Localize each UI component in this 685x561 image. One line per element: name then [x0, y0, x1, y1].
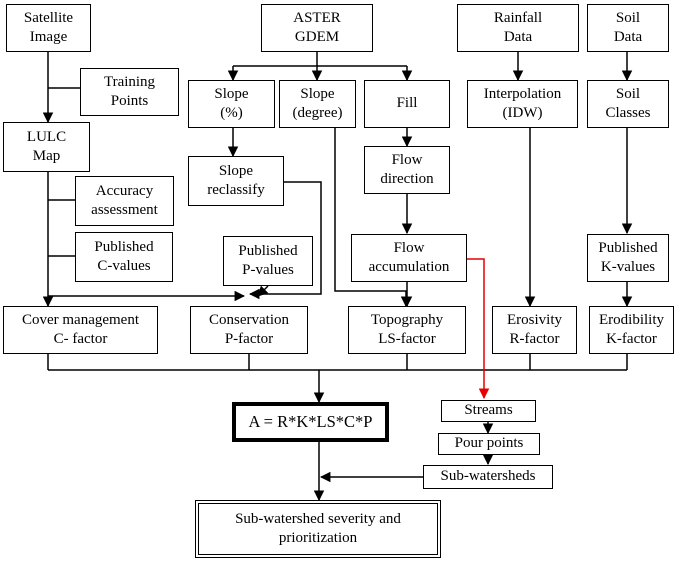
published-c-values-box: Published C-values: [75, 232, 173, 282]
slope-percent-label: Slope (%): [214, 85, 249, 122]
aster-gdem-label: ASTER GDEM: [293, 9, 341, 46]
pour-points-label: Pour points: [454, 435, 524, 452]
link-reclassify-to-p: [248, 181, 322, 300]
slope-degree-box: Slope (degree): [279, 80, 356, 128]
conservation-box: Conservation P-factor: [190, 306, 308, 354]
slope-degree-label: Slope (degree): [292, 85, 343, 122]
topography-box: Topography LS-factor: [348, 306, 466, 354]
slope-reclassify-box: Slope reclassify: [188, 156, 284, 206]
soil-classes-label: Soil Classes: [605, 85, 651, 122]
flow-accumulation-label: Flow accumulation: [368, 239, 450, 276]
published-k-values-label: Published K-values: [598, 239, 658, 276]
published-p-values-label: Published P-values: [238, 242, 298, 279]
erodibility-label: Erodibility K-factor: [599, 311, 664, 348]
flow-direction-label: Flow direction: [380, 151, 434, 188]
erosivity-label: Erosivity R-factor: [507, 311, 562, 348]
accuracy-assessment-label: Accuracy assessment: [91, 182, 158, 219]
flow-direction-box: Flow direction: [364, 146, 450, 194]
training-points-box: Training Points: [80, 68, 179, 116]
usle-equation-label: A = R*K*LS*C*P: [248, 412, 373, 432]
slope-percent-box: Slope (%): [188, 80, 275, 128]
training-points-label: Training Points: [103, 73, 156, 110]
soil-classes-box: Soil Classes: [587, 80, 669, 128]
satellite-image-box: Satellite Image: [6, 4, 91, 52]
slope-reclassify-label: Slope reclassify: [207, 162, 265, 199]
published-k-values-box: Published K-values: [587, 234, 669, 282]
satellite-image-label: Satellite Image: [23, 9, 74, 46]
cover-management-label: Cover management C- factor: [21, 311, 140, 348]
soil-data-label: Soil Data: [613, 9, 643, 46]
topography-label: Topography LS-factor: [370, 311, 444, 348]
sub-watersheds-label: Sub-watersheds: [440, 468, 536, 485]
interpolation-label: Interpolation (IDW): [483, 85, 562, 122]
interpolation-box: Interpolation (IDW): [467, 80, 578, 128]
flow-accumulation-box: Flow accumulation: [351, 234, 467, 282]
pour-points-box: Pour points: [438, 433, 540, 455]
rainfall-data-label: Rainfall Data: [493, 9, 543, 46]
severity-box: Sub-watershed severity and prioritizatio…: [195, 500, 441, 558]
erodibility-box: Erodibility K-factor: [589, 306, 674, 354]
conservation-label: Conservation P-factor: [209, 311, 289, 348]
lulc-map-label: LULC Map: [26, 128, 67, 165]
accuracy-assessment-box: Accuracy assessment: [75, 176, 174, 226]
severity-label: Sub-watershed severity and prioritizatio…: [235, 510, 401, 547]
soil-data-box: Soil Data: [587, 4, 669, 52]
cover-management-box: Cover management C- factor: [3, 306, 158, 354]
streams-label: Streams: [464, 402, 513, 419]
published-c-values-label: Published C-values: [94, 238, 154, 275]
erosivity-box: Erosivity R-factor: [492, 306, 577, 354]
fill-label: Fill: [396, 95, 418, 112]
lulc-map-box: LULC Map: [3, 122, 90, 172]
fill-box: Fill: [364, 80, 450, 128]
streams-box: Streams: [441, 400, 536, 422]
sub-watersheds-box: Sub-watersheds: [423, 465, 553, 489]
arrow-published-p: [257, 285, 269, 297]
usle-equation-box: A = R*K*LS*C*P: [232, 402, 389, 442]
aster-gdem-box: ASTER GDEM: [261, 4, 373, 52]
arrow-accum-to-streams: [467, 258, 490, 400]
published-p-values-box: Published P-values: [223, 236, 313, 286]
rainfall-data-box: Rainfall Data: [457, 4, 579, 52]
